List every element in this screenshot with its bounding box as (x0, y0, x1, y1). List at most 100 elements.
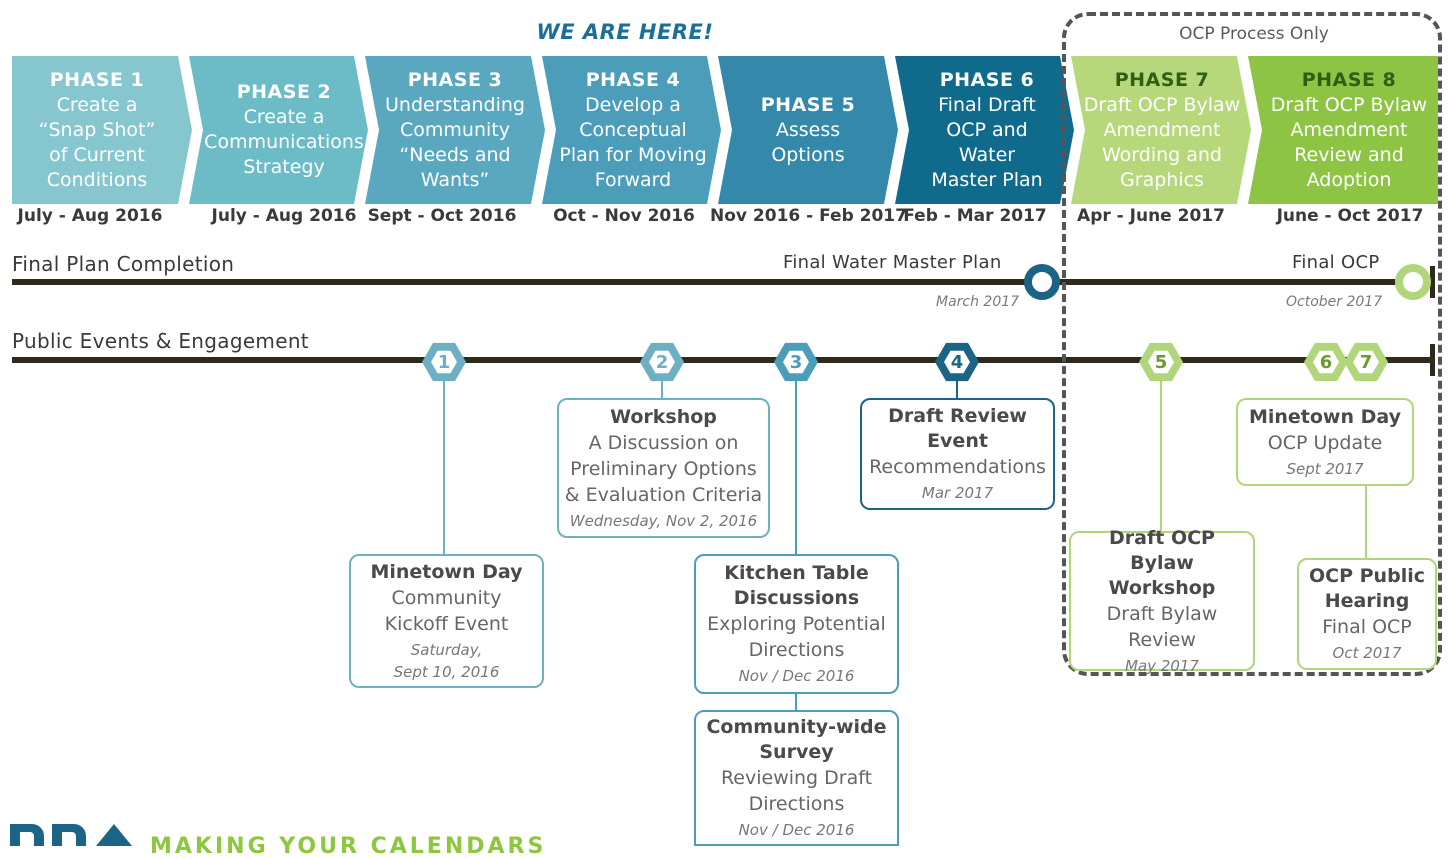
phase-8-desc-1: Draft OCP Bylaw (1270, 93, 1428, 116)
public-events-title: Public Events & Engagement (12, 329, 309, 353)
phase-8-date: June - Oct 2017 (1276, 206, 1424, 226)
phase-8-chevron (1248, 56, 1438, 204)
phase-5-desc-1: Assess (775, 118, 841, 141)
event-marker-7-inner (1353, 350, 1379, 374)
phase-7-title: PHASE 7 (1114, 68, 1210, 91)
event-desc: Draft Bylaw (1106, 602, 1218, 625)
phase-1-desc-2: “Snap Shot” (38, 118, 156, 141)
event-marker-5-inner (1148, 350, 1174, 374)
phase-7-date: Apr - June 2017 (1077, 206, 1225, 226)
event-box-bylaw-workshop: Draft OCP Bylaw Workshop Draft Bylaw Rev… (1069, 527, 1255, 675)
phase-5-chevron (718, 56, 898, 204)
phase-3-desc-2: Community (400, 118, 510, 141)
phase-1-date: July - Aug 2016 (17, 206, 163, 226)
we-are-here-label: WE ARE HERE! (536, 20, 714, 44)
event-date: May 2017 (1125, 656, 1199, 675)
event-title: Draft OCP Bylaw Workshop (1108, 526, 1216, 599)
phase-6-text: PHASE 6 Final Draft OCP and Water Master… (905, 56, 1069, 204)
event-desc: Review (1128, 628, 1196, 651)
phase-5-desc-2: Options (771, 143, 845, 166)
phase-4-title: PHASE 4 (585, 68, 681, 91)
phase-7-desc-4: Graphics (1120, 168, 1204, 191)
phase-7-desc-2: Amendment (1103, 118, 1221, 141)
event-marker-1-inner (431, 350, 457, 374)
event-title: Minetown Day (370, 561, 523, 583)
event-marker-2-label: 2 (655, 351, 669, 373)
event-desc: Kickoff Event (384, 613, 509, 635)
event-desc: Recommendations (869, 456, 1046, 478)
event-desc: Directions (748, 639, 845, 661)
phase-2-chevron (189, 56, 368, 204)
phase-5-title: PHASE 5 (760, 93, 856, 116)
phase-6-desc-4: Master Plan (931, 168, 1043, 191)
phase-4-desc-2: Conceptual (579, 118, 687, 141)
phase-6-desc-2: OCP and (946, 118, 1028, 141)
event-date: Sept 2017 (1286, 460, 1364, 478)
phase-6-date: Feb - Mar 2017 (903, 206, 1047, 226)
event-box-draft-review: Draft Review Event Recommendations Mar 2… (860, 398, 1055, 510)
event-marker-4-inner (944, 350, 970, 374)
phase-6-chevron (895, 56, 1074, 204)
ocp-process-only-label: OCP Process Only (1179, 24, 1329, 44)
public-events-line (12, 357, 1433, 363)
event-desc: Final OCP (1322, 616, 1412, 638)
event-date: Nov / Dec 2016 (738, 667, 855, 685)
event-marker-5-label: 5 (1154, 351, 1168, 373)
event-title: Kitchen Table Discussions (724, 562, 869, 609)
event-box-workshop: Workshop A Discussion on Preliminary Opt… (557, 398, 770, 538)
event-marker-3-inner (783, 350, 809, 374)
phase-5-text: PHASE 5 Assess Options (728, 56, 888, 204)
phase-1-desc-4: Conditions (46, 168, 148, 191)
event-marker-6-label: 6 (1319, 351, 1333, 373)
phase-4-desc-1: Develop a (585, 93, 681, 116)
event-title: Minetown Day (1248, 406, 1402, 428)
ocp-final-date: October 2017 (1286, 294, 1383, 310)
phase-4-date: Oct - Nov 2016 (553, 206, 695, 226)
phase-2-text: PHASE 2 Create a Communications Strategy (200, 56, 368, 204)
ocp-final-label: Final OCP (1292, 252, 1380, 273)
phase-7-desc-1: Draft OCP Bylaw (1083, 93, 1241, 116)
event-date: Nov / Dec 2016 (738, 821, 855, 839)
event-desc: Community (391, 587, 502, 609)
phase-3-text: PHASE 3 Understanding Community “Needs a… (375, 56, 535, 204)
event-desc: OCP Update (1267, 432, 1383, 454)
phase-7-chevron (1071, 56, 1251, 204)
phase-2-title: PHASE 2 (236, 81, 332, 103)
event-box-kitchen-table: Kitchen Table Discussions Exploring Pote… (694, 554, 899, 694)
phase-3-desc-3: “Needs and (399, 143, 511, 166)
final-plan-line-end (1430, 266, 1435, 298)
event-date: Sept 10, 2016 (393, 663, 500, 681)
event-title: Draft Review Event (888, 405, 1027, 452)
phase-4-desc-3: Plan for Moving (559, 143, 707, 166)
event-box-survey: Community-wide Survey Reviewing Draft Di… (694, 710, 899, 846)
event-desc: Exploring Potential (707, 613, 886, 635)
phase-1-title: PHASE 1 (49, 68, 145, 91)
event-desc: Directions (748, 793, 845, 815)
phase-8-text: PHASE 8 Draft OCP Bylaw Amendment Review… (1260, 56, 1438, 204)
phase-8-desc-4: Adoption (1306, 168, 1392, 191)
event-box-minetown-kickoff: Minetown Day Community Kickoff Event Sat… (349, 554, 544, 688)
event-date: Oct 2017 (1332, 644, 1402, 662)
event-desc: & Evaluation Criteria (564, 484, 763, 506)
phase-3-title: PHASE 3 (407, 68, 503, 91)
company-logo-icon (10, 824, 132, 846)
phase-4-desc-4: Forward (594, 168, 672, 191)
event-marker-2-inner (649, 350, 675, 374)
event-title: Community-wide Survey (706, 716, 887, 763)
event-box-public-hearing: OCP Public Hearing Final OCP Oct 2017 (1297, 558, 1437, 670)
phase-1-desc-3: of Current (49, 143, 145, 166)
phase-1-desc-1: Create a (56, 93, 138, 116)
ocp-milestone-marker (1395, 264, 1431, 300)
phase-3-chevron (365, 56, 545, 204)
event-desc: Reviewing Draft (720, 767, 873, 789)
phase-7-desc-3: Wording and (1101, 143, 1222, 166)
event-date: Wednesday, Nov 2, 2016 (569, 512, 758, 530)
phase-6-desc-1: Final Draft (938, 93, 1036, 116)
event-desc: Preliminary Options (570, 458, 757, 480)
phase-2-desc-3: Strategy (243, 156, 325, 178)
water-plan-milestone-marker (1024, 264, 1060, 300)
phase-1-chevron (12, 56, 192, 204)
logo-tagline: MAKING YOUR CALENDARS (150, 834, 547, 859)
